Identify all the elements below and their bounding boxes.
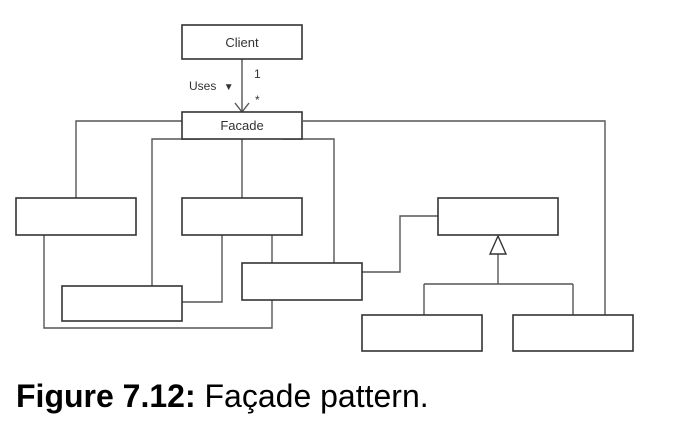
figure-number: Figure 7.12: (16, 378, 196, 414)
uses-label: Uses ▼ (189, 79, 234, 93)
subsystem-box-g (512, 314, 634, 352)
uses-direction-icon: ▼ (224, 82, 234, 93)
subsystem-box-a (15, 197, 137, 236)
uses-text: Uses (189, 79, 216, 93)
box-d-to-box-e-link (362, 215, 438, 273)
facade-pattern-diagram: Client Facade Uses ▼ 1 * (15, 24, 634, 352)
facade-label: Facade (220, 118, 263, 133)
subsystem-box-f (361, 314, 483, 352)
inheritance-branch (423, 283, 574, 315)
subsystem-box-b (181, 197, 303, 236)
client-box (181, 24, 303, 60)
facade-to-box-g-link (303, 120, 606, 315)
facade-to-box-a-link (75, 120, 182, 198)
box-b-to-box-c-link (182, 235, 223, 303)
figure-caption: Figure 7.12: Façade pattern. (16, 380, 429, 412)
client-class: Client (181, 24, 303, 60)
figure-title: Façade pattern. (204, 378, 429, 414)
inheritance-triangle (488, 234, 508, 255)
facade-class: Facade (181, 111, 303, 140)
facade-box (181, 111, 303, 140)
multiplicity-many: * (255, 93, 260, 107)
subsystem-box-d (241, 262, 363, 301)
multiplicity-one: 1 (254, 67, 261, 81)
subsystem-box-e (437, 197, 559, 236)
client-label: Client (225, 35, 259, 50)
subsystem-box-c (61, 285, 183, 322)
